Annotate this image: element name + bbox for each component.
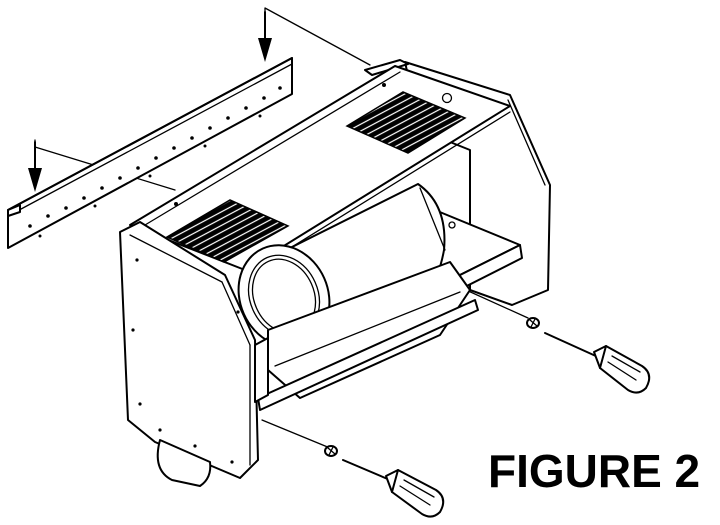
housing-top-tab (364, 59, 409, 76)
screwdriver-icon (342, 459, 445, 518)
mount-hole (441, 92, 453, 104)
housing-bottom-rail (257, 299, 479, 411)
vent-grille (165, 199, 290, 263)
figure-caption: FIGURE 2 (488, 445, 701, 497)
leader-line-top (264, 7, 371, 66)
vent-grille (345, 91, 467, 154)
screw-icon (526, 317, 540, 329)
panel-screws (131, 258, 240, 464)
down-arrow-icon (258, 11, 272, 62)
leader-line-screw-left (261, 419, 331, 449)
down-arrow-icon (28, 141, 42, 192)
rail-flange (7, 204, 21, 217)
housing-foot (156, 439, 212, 487)
screw-icon (324, 445, 338, 457)
mounting-rail (7, 57, 293, 249)
rail-holes (28, 86, 282, 238)
blower-housing (119, 59, 551, 487)
screwdriver-handle (391, 469, 445, 518)
housing-post (254, 337, 269, 403)
screwdriver-icon (544, 332, 651, 394)
screwdriver-handle (599, 345, 651, 394)
